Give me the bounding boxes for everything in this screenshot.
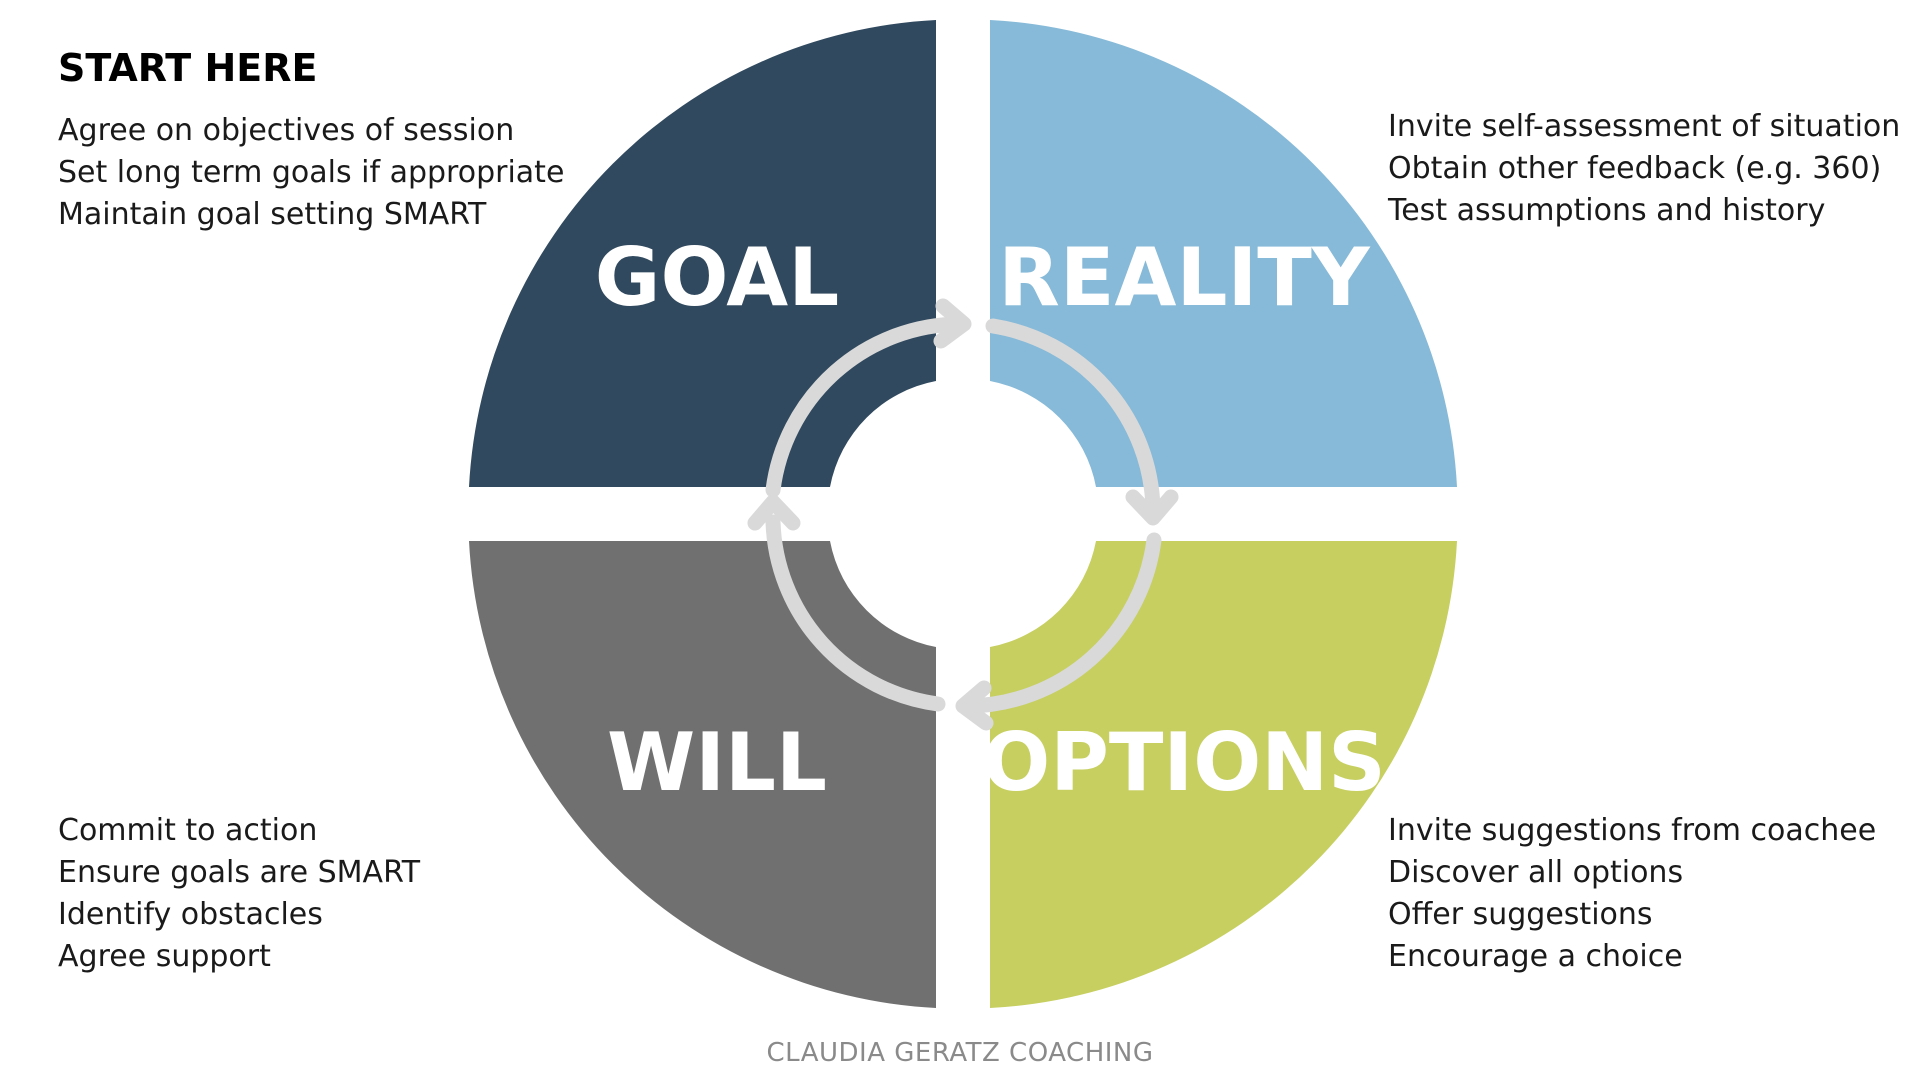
arrow-reality-to-options: [985, 318, 1161, 516]
will-title: WILL: [607, 716, 827, 809]
options-item: Discover all options: [1388, 855, 1684, 890]
will-quadrant: [469, 541, 936, 1008]
options-item: Invite suggestions from coachee: [1388, 813, 1877, 848]
options-title: OPTIONS: [982, 716, 1386, 809]
arrowhead-reality: [933, 298, 972, 349]
arrowhead-goal: [747, 494, 801, 531]
will-description: Commit to action Ensure goals are SMART …: [58, 810, 420, 978]
goal-title: GOAL: [595, 231, 839, 324]
arrow-goal-to-reality: [765, 316, 968, 498]
goal-item: Maintain goal setting SMART: [58, 197, 487, 232]
reality-item: Test assumptions and history: [1388, 193, 1826, 228]
footer-credit: CLAUDIA GERATZ COACHING: [766, 1038, 1154, 1068]
options-item: Encourage a choice: [1388, 939, 1683, 974]
will-item: Agree support: [58, 939, 271, 974]
goal-quadrant: [469, 20, 936, 487]
options-quadrant: [990, 541, 1457, 1008]
cycle-arrows: [747, 298, 1179, 731]
reality-description: Invite self-assessment of situation Obta…: [1388, 106, 1900, 232]
reality-title: REALITY: [998, 231, 1370, 324]
arrow-will-to-goal: [765, 514, 946, 712]
will-item: Commit to action: [58, 813, 318, 848]
goal-description: Agree on objectives of session Set long …: [58, 110, 564, 236]
options-description: Invite suggestions from coachee Discover…: [1388, 810, 1876, 978]
start-here-heading: START HERE: [58, 46, 318, 90]
arrowhead-will: [955, 680, 994, 731]
goal-item: Set long term goals if appropriate: [58, 155, 565, 190]
goal-item: Agree on objectives of session: [58, 113, 515, 148]
will-item: Ensure goals are SMART: [58, 855, 421, 890]
will-item: Identify obstacles: [58, 897, 323, 932]
reality-quadrant: [990, 20, 1457, 487]
reality-item: Obtain other feedback (e.g. 360): [1388, 151, 1882, 186]
arrowhead-options: [1125, 489, 1179, 526]
options-item: Offer suggestions: [1388, 897, 1653, 932]
reality-item: Invite self-assessment of situation: [1388, 109, 1901, 144]
arrow-options-to-will: [959, 532, 1162, 714]
